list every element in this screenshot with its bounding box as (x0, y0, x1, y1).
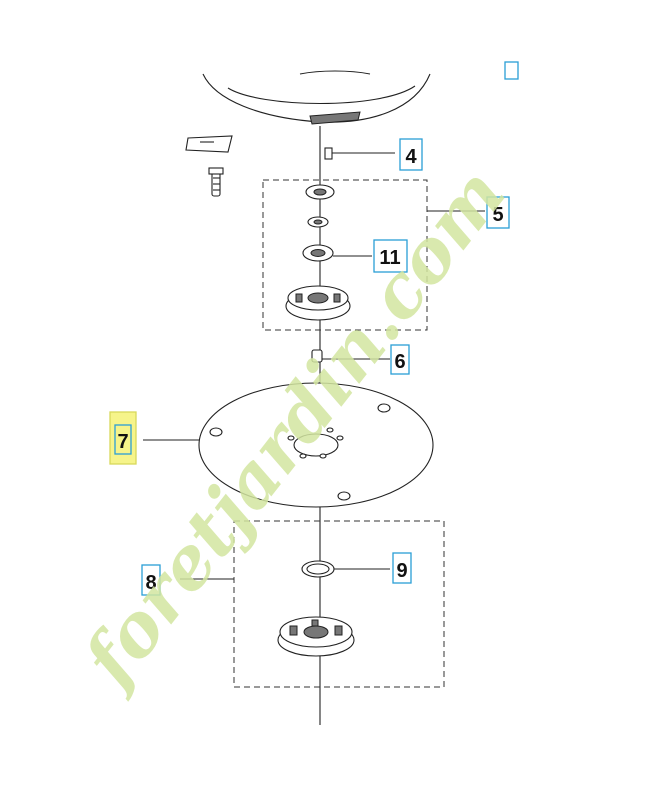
callout-label-6: 6 (394, 351, 405, 373)
callout-label-11: 11 (379, 247, 400, 269)
bolt (208, 167, 224, 197)
group-5-outline (262, 179, 428, 331)
callout-label-8: 8 (145, 572, 156, 594)
callout-label-4: 4 (405, 146, 417, 168)
blade-disc-part-7 (143, 382, 434, 508)
group-8-outline (233, 520, 445, 688)
ring-part-9 (301, 560, 390, 578)
callout-label-5: 5 (492, 204, 503, 226)
callout-11: 11 (373, 239, 408, 273)
screw-part-4 (324, 147, 395, 160)
spacer (307, 216, 329, 228)
callout-7: 7 (109, 411, 137, 465)
screw-part-6 (311, 349, 390, 363)
callout-top-right-partial (504, 61, 519, 80)
callout-4: 4 (399, 138, 423, 171)
callout-6: 6 (390, 344, 410, 375)
bearing-part-11 (302, 244, 372, 262)
callout-label-9: 9 (396, 560, 407, 582)
callout-5: 5 (486, 196, 510, 229)
hub-lower (277, 616, 355, 657)
deck-housing (202, 70, 431, 125)
callout-8: 8 (141, 564, 161, 596)
hub-upper (285, 285, 351, 321)
callout-9: 9 (392, 552, 412, 584)
bearing-upper (305, 184, 335, 200)
small-bracket (185, 135, 233, 153)
callout-label-7: 7 (117, 431, 128, 453)
